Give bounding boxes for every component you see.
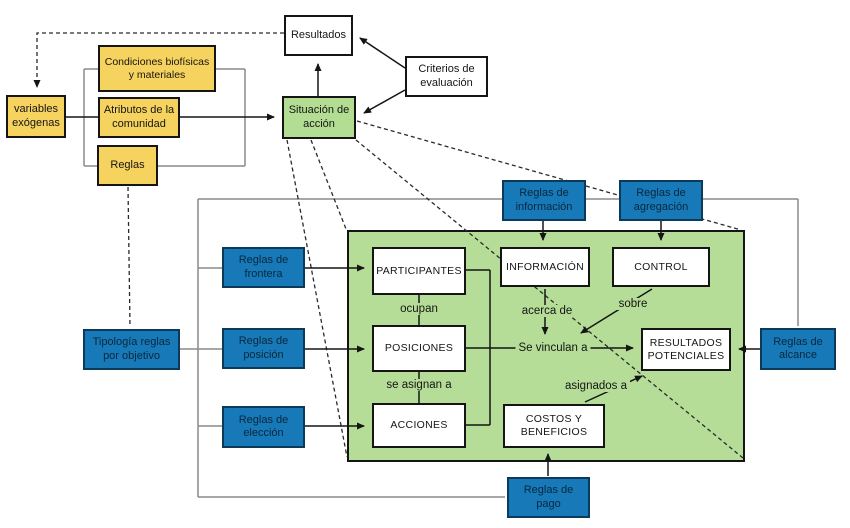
edge-label-sobre: sobre	[615, 298, 651, 310]
node-participantes: PARTICIPANTES	[372, 247, 466, 295]
node-atributos-comunidad: Atributos de la comunidad	[98, 97, 180, 138]
node-reglas-alcance: Reglas de alcance	[760, 328, 836, 370]
node-reglas-informacion: Reglas de información	[502, 180, 586, 221]
node-tipologia-reglas: Tipología reglas por objetivo	[83, 329, 180, 370]
edge-label-acerca-de: acerca de	[518, 305, 576, 317]
edge-label-asignados-a: asignados a	[561, 380, 631, 392]
node-condiciones-biofisicas: Condiciones biofísicas y materiales	[98, 45, 216, 92]
node-resultados-potenciales: RESULTADOS POTENCIALES	[641, 328, 731, 371]
node-reglas-eleccion: Reglas de elección	[222, 406, 305, 448]
edge-label-se-vinculan: Se vinculan a	[515, 342, 591, 354]
node-reglas: Reglas	[97, 145, 158, 186]
node-acciones: ACCIONES	[372, 403, 466, 448]
node-reglas-posicion: Reglas de posición	[222, 328, 305, 369]
edge-label-ocupan: ocupan	[397, 303, 441, 315]
node-reglas-frontera: Reglas de frontera	[222, 247, 305, 288]
node-posiciones: POSICIONES	[372, 325, 466, 372]
node-criterios-evaluacion: Criterios de evaluación	[405, 56, 488, 97]
node-resultados: Resultados	[284, 15, 353, 56]
node-situacion-accion: Situación de acción	[282, 96, 356, 139]
node-variables-exogenas: variables exógenas	[6, 95, 66, 138]
node-costos-beneficios: COSTOS Y BENEFICIOS	[503, 404, 605, 448]
edge-label-se-asignan: se asignan a	[383, 379, 455, 391]
node-informacion: INFORMACIÓN	[500, 247, 590, 287]
node-reglas-agregacion: Reglas de agregación	[619, 180, 703, 221]
node-reglas-pago: Reglas de pago	[507, 477, 590, 518]
node-control: CONTROL	[612, 247, 710, 287]
